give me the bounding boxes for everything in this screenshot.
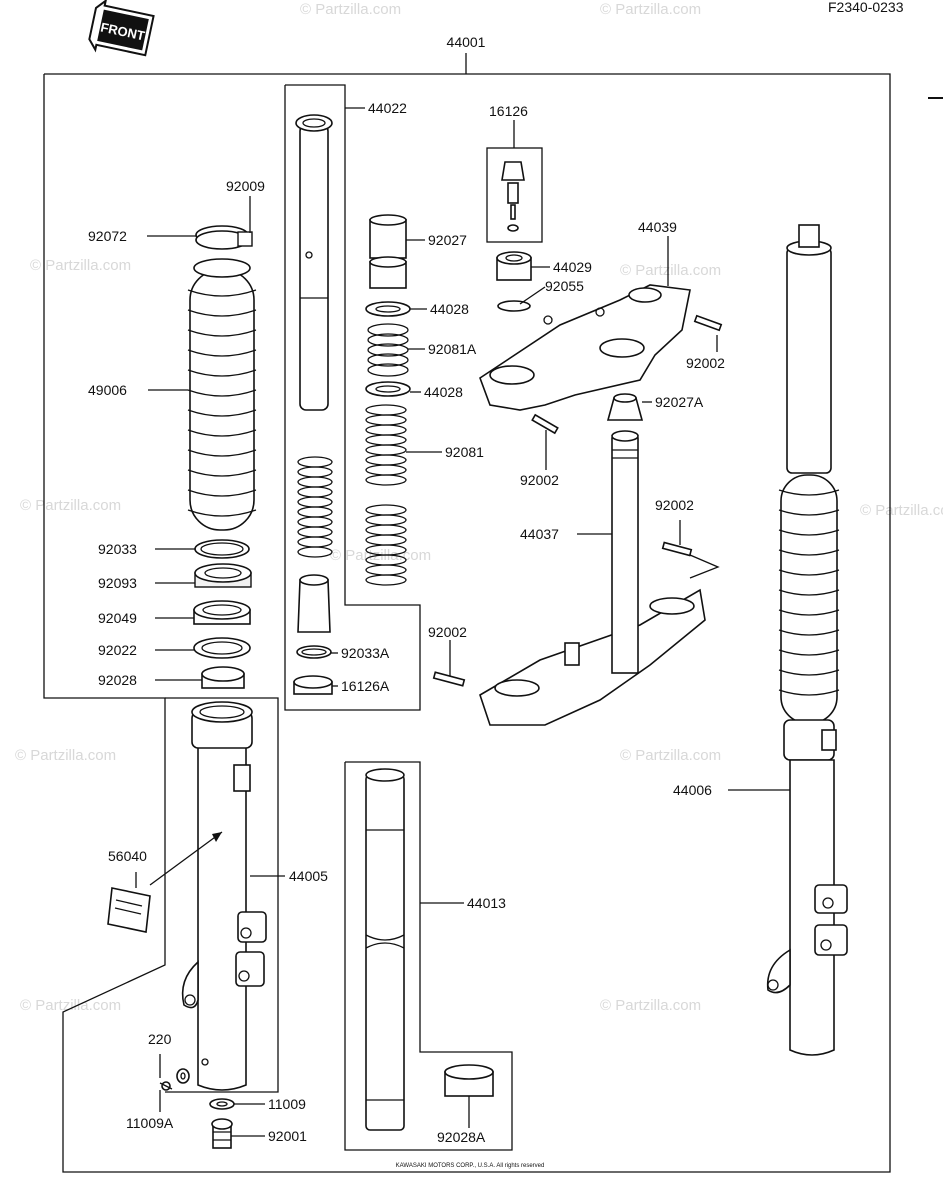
callout-92049: 92049: [98, 610, 137, 626]
part-92081A-spring: [367, 323, 409, 377]
part-56040-label: [107, 831, 223, 933]
subassembly-box-44013: [344, 761, 513, 1151]
callout-44001: 44001: [447, 34, 486, 50]
part-92093-seal: [194, 563, 252, 588]
part-92049-seal: [193, 600, 251, 625]
callout-92072: 92072: [88, 228, 127, 244]
part-92072-clamp: [195, 225, 253, 250]
callout-44013: 44013: [467, 895, 506, 911]
callout-92055: 92055: [545, 278, 584, 294]
callout-44022: 44022: [368, 100, 407, 116]
watermark: © Partzilla.com: [600, 1, 701, 18]
figure-code: F2340-0233: [828, 0, 904, 15]
part-92081-spring: [365, 404, 407, 586]
part-44005-outer-tube: [181, 701, 267, 1091]
callout-44029: 44029: [553, 259, 592, 275]
callout-16126: 16126: [489, 103, 528, 119]
part-92002-bolt-a: [693, 314, 723, 332]
part-92027A-collar: [606, 393, 644, 421]
callout-44028-lower: 44028: [424, 384, 463, 400]
part-44029-cap: [496, 251, 532, 281]
callout-44028-upper: 44028: [430, 301, 469, 317]
callout-92022: 92022: [98, 642, 137, 658]
watermark: © Partzilla.com: [620, 747, 721, 764]
callout-92002-b: 92002: [520, 472, 559, 488]
callout-92028A: 92028A: [437, 1129, 486, 1145]
callout-92033: 92033: [98, 541, 137, 557]
callout-92028: 92028: [98, 672, 137, 688]
callout-16126A: 16126A: [341, 678, 390, 694]
part-44022-cylinder: [295, 114, 333, 411]
subassembly-box-44022: [284, 84, 421, 711]
callout-92027A: 92027A: [655, 394, 704, 410]
callout-56040: 56040: [108, 848, 147, 864]
part-44028-seat-upper: [365, 301, 411, 317]
callout-92027: 92027: [428, 232, 467, 248]
part-44028-seat-lower: [365, 381, 411, 397]
watermark: © Partzilla.com: [600, 997, 701, 1014]
callout-11009A: 11009A: [126, 1115, 174, 1131]
part-49006-boot: [187, 258, 257, 531]
watermark: © Partzilla.com: [30, 257, 131, 274]
part-92002-bolt-d: [432, 671, 466, 687]
callout-92002-a: 92002: [686, 355, 725, 371]
part-44037-steering-stem: [479, 430, 706, 726]
part-92033-ring: [194, 539, 250, 559]
watermark-layer: © Partzilla.com © Partzilla.com © Partzi…: [15, 1, 943, 1014]
part-92002-bolt-b: [531, 413, 559, 435]
watermark: © Partzilla.com: [300, 1, 401, 18]
part-rod-base: [297, 574, 331, 633]
copyright-text: KAWASAKI MOTORS CORP., U.S.A. All rights…: [396, 1163, 545, 1169]
part-11009A-washer: [176, 1068, 190, 1084]
part-92028-bushing: [201, 666, 245, 689]
part-44006-fork-leg: [766, 224, 848, 1056]
front-badge: FRONT: [88, 0, 155, 57]
callout-92002-d: 92002: [428, 624, 467, 640]
callout-92081A: 92081A: [428, 341, 477, 357]
watermark: © Partzilla.com: [15, 747, 116, 764]
assembly-outline: 44001: [43, 34, 891, 1173]
callout-92081: 92081: [445, 444, 484, 460]
callout-44006: 44006: [673, 782, 712, 798]
callout-92009: 92009: [226, 178, 265, 194]
part-92027-spacer: [369, 214, 407, 289]
callout-44039: 44039: [638, 219, 677, 235]
part-220-screw: [159, 1081, 173, 1091]
watermark: © Partzilla.com: [20, 997, 121, 1014]
callout-44005: 44005: [289, 868, 328, 884]
callout-92002-c: 92002: [655, 497, 694, 513]
callout-labels: 92009 92072 49006 92033 92093 92049 9202…: [88, 100, 725, 1145]
part-92022-washer: [193, 637, 251, 659]
part-92055-oring: [497, 300, 531, 312]
callout-92033A: 92033A: [341, 645, 390, 661]
part-92002-bolt-c: [661, 541, 693, 557]
callout-220: 220: [148, 1031, 172, 1047]
watermark: © Partzilla.com: [860, 502, 943, 519]
callout-44037: 44037: [520, 526, 559, 542]
part-92033A-ring: [296, 645, 332, 659]
callout-92093: 92093: [98, 575, 137, 591]
part-11009-washer: [209, 1098, 235, 1110]
part-16126A-seal: [293, 675, 333, 695]
part-44013-inner-tube: [365, 768, 405, 1131]
part-92028A-bushing: [444, 1064, 494, 1097]
leader-lines: [135, 107, 790, 1137]
callout-49006: 49006: [88, 382, 127, 398]
callout-11009: 11009: [268, 1096, 306, 1112]
part-92001-bolt: [211, 1118, 233, 1149]
watermark: © Partzilla.com: [20, 497, 121, 514]
part-spring-small: [297, 456, 333, 558]
part-44039-upper-bracket: [479, 284, 691, 411]
watermark: © Partzilla.com: [620, 262, 721, 279]
part-16126-valve: [501, 161, 525, 232]
subassembly-box-44005: [165, 697, 279, 1093]
callout-92001: 92001: [268, 1128, 307, 1144]
